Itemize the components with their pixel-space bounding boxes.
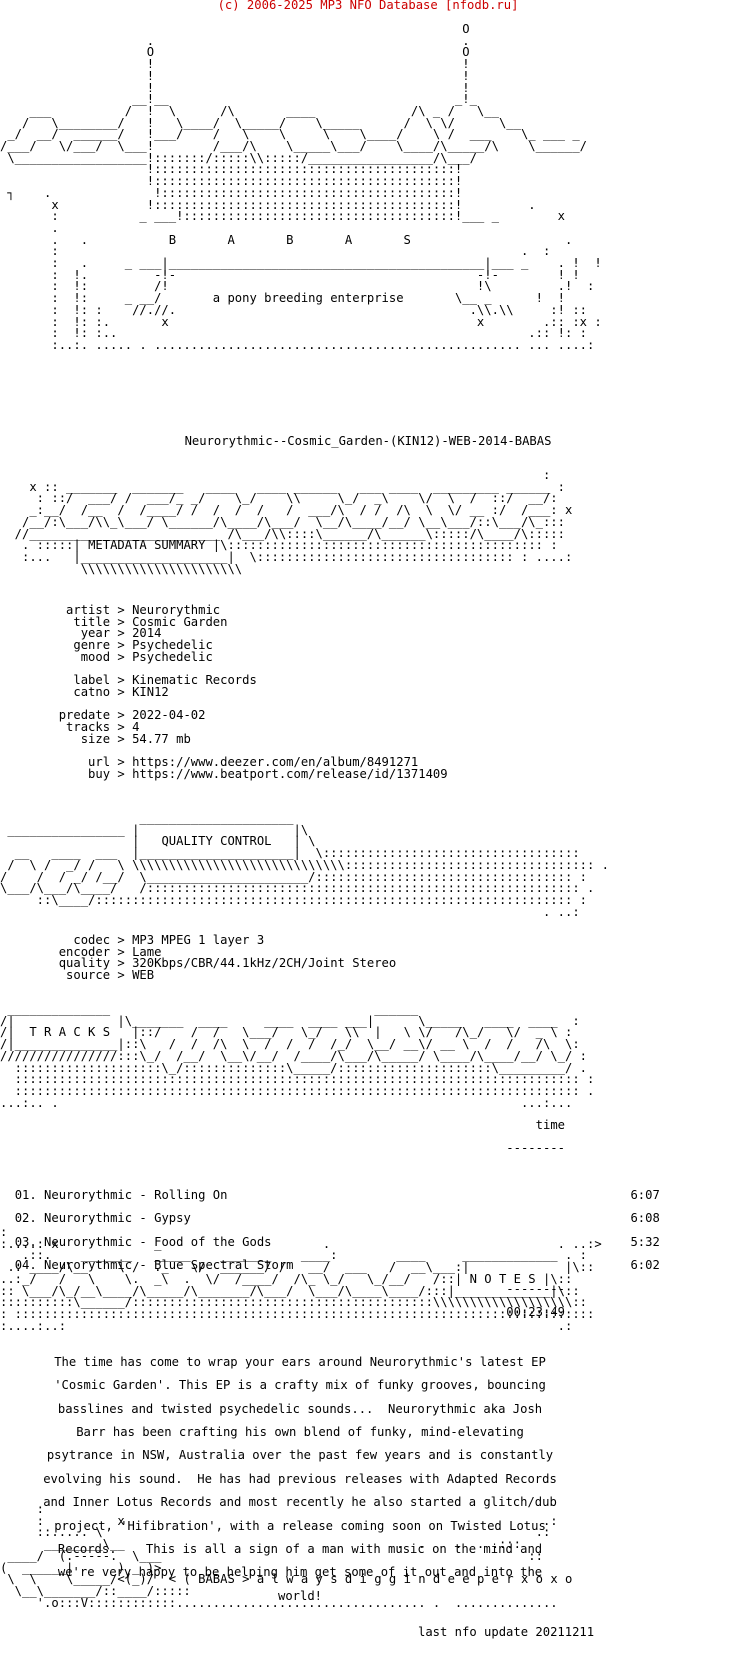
artist-value: Neurorythmic — [132, 603, 221, 617]
genre-value: Psychedelic — [132, 638, 213, 653]
label-value: Kinematic Records — [132, 673, 257, 688]
track-row: 03. Neurorythmic - Food of the Gods 5:32 — [0, 1234, 736, 1249]
track-number: 04. — [14, 1258, 37, 1273]
nfo-header-copyright: (c) 2006-2025 MP3 NFO Database [nfodb.ru… — [0, 0, 736, 12]
last-update: last nfo update 20211211 — [418, 1625, 595, 1639]
track-time: 6:02 — [630, 1258, 660, 1273]
time-header: time — [535, 1117, 565, 1132]
tracks-count-value: 4 — [132, 720, 140, 735]
year-value: 2014 — [132, 626, 162, 641]
beatport-buy-link[interactable]: https://www.beatport.com/release/id/1371… — [132, 766, 448, 781]
catno-value: KIN12 — [132, 684, 169, 699]
track-title: Neurorythmic - Blue Spectral Storm — [44, 1258, 294, 1273]
track-time: 5:32 — [630, 1234, 660, 1249]
predate-value: 2022-04-02 — [132, 708, 206, 723]
notes-line: 'Cosmic Garden'. This EP is a crafty mix… — [54, 1378, 546, 1393]
babas-logo-ascii-art: O . . O O ! ! — [0, 22, 602, 352]
track-number: 02. — [14, 1211, 37, 1226]
notes-line: The time has come to wrap your ears arou… — [54, 1354, 546, 1369]
encoder-value: Lame — [132, 944, 162, 959]
track-row: 02. Neurorythmic - Gypsy 6:08 — [0, 1211, 736, 1226]
track-number: 03. — [14, 1234, 37, 1249]
notes-line: and Inner Lotus Records and most recentl… — [43, 1495, 557, 1510]
metadata-summary: artist > Neurorythmic title > Cosmic Gar… — [0, 603, 448, 781]
notes-section-title: N O T E S — [469, 1271, 536, 1286]
metadata-section-title: METADATA SUMMARY — [88, 538, 206, 553]
quality-value: 320Kbps/CBR/44.1kHz/2CH/Joint Stereo — [132, 956, 397, 971]
footer-tagline: < ( BABAS > a l w a y s d i g g i n d e … — [168, 1572, 573, 1587]
footer-ascii-art: : : x .: ::..... \ .: ________\__ — [0, 1502, 573, 1610]
track-row: 04. Neurorythmic - Blue Spectral Storm 6… — [0, 1258, 736, 1273]
size-value: 54.77 mb — [132, 731, 191, 746]
track-time: 6:07 — [630, 1187, 660, 1202]
tracks-section-title: T R A C K S — [29, 1025, 111, 1040]
total-time: 00:23:49 — [506, 1304, 565, 1319]
notes-line: evolving his sound. He has had previous … — [43, 1471, 557, 1486]
release-name: Neurorythmic--Cosmic_Garden-(KIN12)-WEB-… — [0, 434, 736, 448]
codec-value: MP3 MPEG 1 layer 3 — [132, 933, 265, 947]
track-title: Neurorythmic - Rolling On — [44, 1187, 228, 1202]
copyright-text: (c) 2006-2025 MP3 NFO Database [nfodb.ru… — [217, 0, 519, 12]
notes-banner-ascii-art: : :....: x _ . . ..:> .::. _______ _____… — [0, 1225, 602, 1333]
notes-line: psytrance in NSW, Australia over the pas… — [46, 1448, 554, 1463]
notes-line: we're very happy to be helping him get s… — [57, 1565, 543, 1580]
last-update-text: last nfo update 20211211 — [418, 1625, 595, 1639]
quality-control-summary: codec > MP3 MPEG 1 layer 3 encoder > Lam… — [0, 933, 397, 983]
mood-value: Psychedelic — [132, 649, 213, 664]
notes-line: Barr has been crafting his own blend of … — [76, 1424, 524, 1439]
track-row: 01. Neurorythmic - Rolling On 6:07 — [0, 1187, 736, 1202]
notes-line: Records. This is all a sign of a man wit… — [57, 1541, 543, 1556]
deezer-url-link[interactable]: https://www.deezer.com/en/album/8491271 — [132, 755, 419, 770]
source-value: WEB — [132, 968, 155, 983]
track-title: Neurorythmic - Gypsy — [44, 1211, 191, 1226]
tracks-banner-ascii-art: ______________ ______ /| |\_______ ____ … — [0, 1002, 595, 1110]
release-notes: The time has come to wrap your ears arou… — [0, 1345, 736, 1614]
track-number: 01. — [14, 1187, 37, 1202]
tracklist: time -------- 01. Neurorythmic - Rolling… — [0, 1108, 736, 1330]
track-time: 6:08 — [630, 1211, 660, 1226]
notes-line: project, 'Hifibration', with a release c… — [54, 1518, 546, 1533]
metadata-banner-ascii-art: : x :: _______ _______ ____ ____ ______ … — [14, 468, 573, 576]
title-value: Cosmic Garden — [132, 614, 228, 629]
notes-line: world! — [277, 1588, 323, 1603]
quality-section-title: QUALITY CONTROL — [161, 834, 272, 849]
quality-banner-ascii-art: _____________________ ________________ |… — [0, 811, 610, 919]
slogan-text: a pony breeding enterprise — [212, 291, 404, 306]
track-title: Neurorythmic - Food of the Gods — [44, 1234, 272, 1249]
notes-line: basslines and twisted psychedelic sounds… — [57, 1401, 543, 1416]
release-name-text: Neurorythmic--Cosmic_Garden-(KIN12)-WEB-… — [184, 434, 552, 448]
